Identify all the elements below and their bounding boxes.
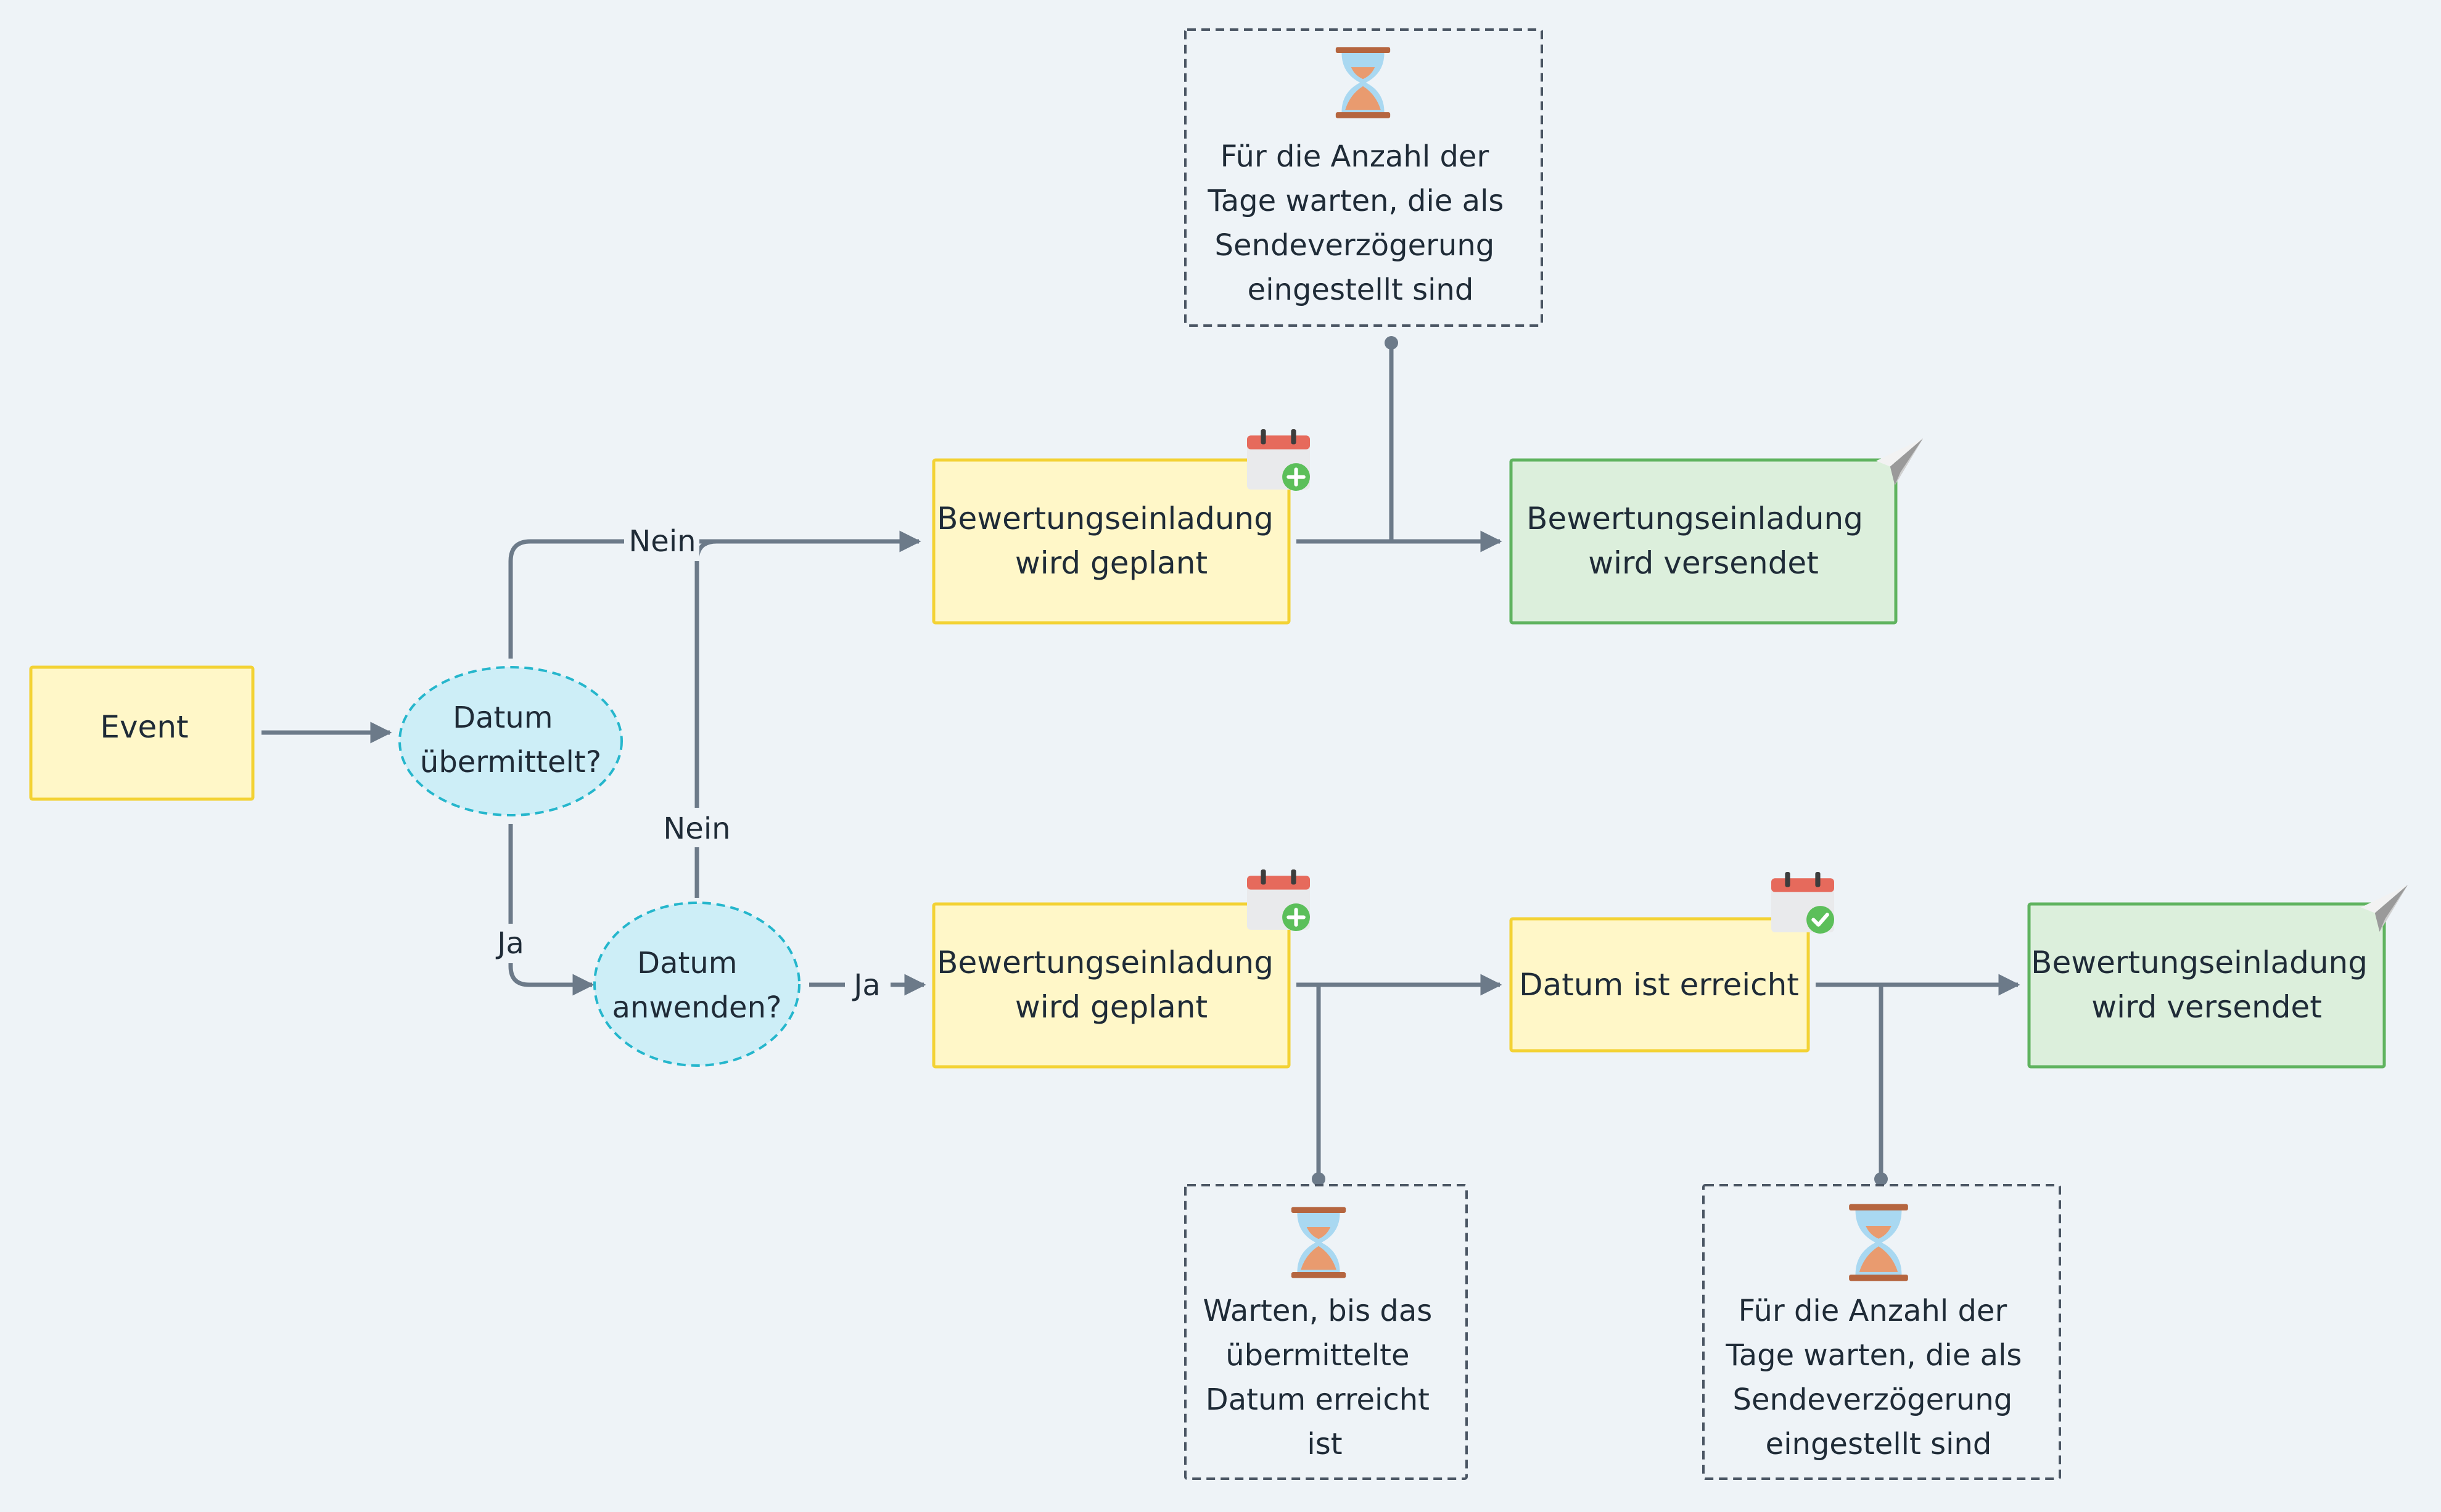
node-decision-apply-date[interactable]: Datum anwenden?	[593, 902, 801, 1067]
decision-date-submitted-label: Datum übermittelt?	[420, 701, 601, 779]
edge-submitted-yes	[508, 824, 595, 996]
label-apply-yes: Ja	[852, 968, 881, 1003]
calendar-plus-icon	[1247, 869, 1310, 931]
scheduled-top-label: Bewertungseinladung wird geplant	[937, 501, 1283, 581]
wait-top-label: Für die Anzahl der Tage warten, die als …	[1207, 139, 1513, 307]
node-event-label: Event	[100, 709, 188, 745]
edge-labels: Nein Nein Ja Ja	[487, 522, 891, 1004]
scheduled-bottom-label: Bewertungseinladung wird geplant	[937, 945, 1283, 1025]
connector-dot	[1312, 1172, 1325, 1186]
calendar-plus-icon	[1247, 429, 1310, 491]
date-reached-label: Datum ist erreicht	[1519, 967, 1799, 1003]
calendar-check-icon	[1771, 872, 1834, 934]
edge-submitted-no	[508, 530, 921, 659]
node-sent-top[interactable]: Bewertungseinladung wird versendet	[1509, 438, 1923, 625]
wait-until-date-label: Warten, bis das übermittelte Datum errei…	[1203, 1294, 1441, 1461]
node-sent-bottom[interactable]: Bewertungseinladung wird versendet	[2027, 885, 2408, 1069]
node-scheduled-top[interactable]: Bewertungseinladung wird geplant	[932, 429, 1310, 625]
node-wait-top[interactable]: Für die Anzahl der Tage warten, die als …	[1184, 28, 1543, 327]
sent-top-label: Bewertungseinladung wird versendet	[1526, 501, 1873, 581]
connector-dot	[1385, 336, 1398, 350]
label-apply-no: Nein	[663, 811, 730, 846]
wait-bottom-label: Für die Anzahl der Tage warten, die als …	[1725, 1294, 2031, 1461]
node-wait-bottom[interactable]: Für die Anzahl der Tage warten, die als …	[1702, 1184, 2061, 1480]
node-event[interactable]: Event	[29, 665, 255, 801]
decision-apply-date-label: Datum anwenden?	[612, 946, 782, 1025]
node-scheduled-bottom[interactable]: Bewertungseinladung wird geplant	[932, 869, 1310, 1069]
connector-dot	[1874, 1172, 1888, 1186]
node-wait-until-date[interactable]: Warten, bis das übermittelte Datum errei…	[1184, 1184, 1468, 1480]
label-submitted-no: Nein	[628, 524, 696, 559]
label-submitted-yes: Ja	[495, 926, 524, 961]
sent-bottom-label: Bewertungseinladung wird versendet	[2031, 945, 2377, 1025]
node-date-reached[interactable]: Datum ist erreicht	[1509, 872, 1834, 1053]
node-decision-date-submitted[interactable]: Datum übermittelt?	[398, 666, 623, 816]
